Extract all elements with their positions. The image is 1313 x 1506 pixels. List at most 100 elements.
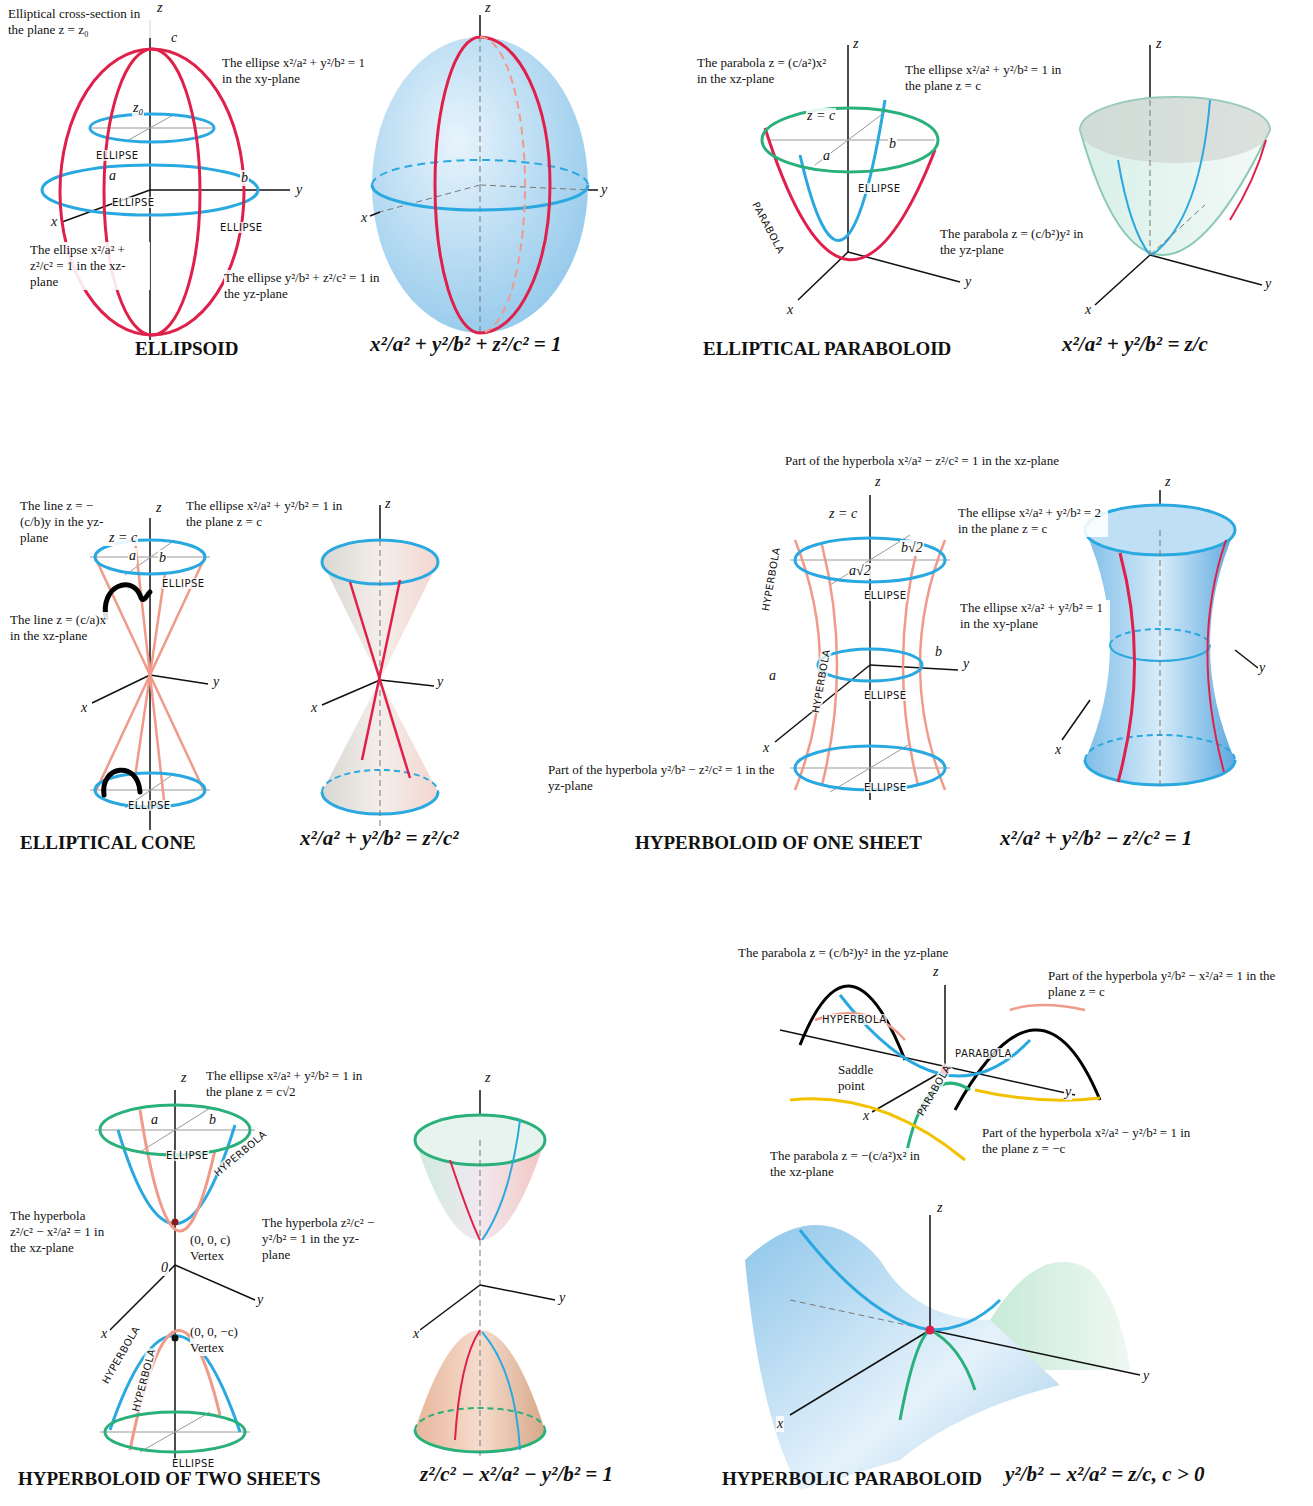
axis-label: x (1054, 742, 1062, 758)
axis-label: y (256, 1292, 264, 1308)
axis-label: z = c (108, 530, 138, 546)
callout-text: The hyperbola z²/c² − y²/b² = 1 in the y… (262, 1215, 377, 1263)
axis-label: z (155, 500, 162, 516)
callout-text: The ellipse x²/a² + y²/b² = 1 in the pla… (186, 498, 346, 530)
paraboloid-surface (1080, 45, 1270, 305)
axis-label: z (180, 1070, 187, 1086)
callout-text: The line z = (c/a)x in the xz-plane (10, 612, 110, 644)
axis-label: z (936, 1200, 943, 1216)
callout-text: Part of the hyperbola y²/b² − x²/a² = 1 … (1048, 968, 1278, 1000)
axis-label: x (80, 700, 88, 716)
callout-text: The ellipse x²/a² + y²/b² = 1 in the xy-… (960, 600, 1110, 632)
axis-label: x (310, 700, 318, 716)
axis-label: z (156, 0, 163, 16)
axis-label: y (558, 1290, 566, 1306)
axis-label: y (964, 274, 972, 290)
surface-equation: z²/c² − x²/a² − y²/b² = 1 (420, 1462, 613, 1487)
axis-label: z = c (828, 506, 858, 522)
axis-label: z₀ (132, 100, 144, 116)
curve-tag: ELLIPSE (96, 150, 139, 161)
curve-tag: HYPERBOLA (212, 1128, 269, 1178)
curve-tag: ELLIPSE (864, 782, 907, 793)
axis-label: a (822, 148, 831, 164)
curve-tag: ELLIPSE (128, 800, 171, 811)
hyperboloid-two-surface (415, 1090, 555, 1460)
axis-label: y (1142, 1368, 1150, 1384)
axis-label: b (934, 644, 943, 660)
curve-tag: HYPERBOLA (822, 1014, 887, 1025)
axis-label: y (1264, 276, 1272, 292)
curve-tag: PARABOLA (955, 1048, 1012, 1059)
curve-tag: PARABOLA (750, 200, 786, 255)
callout-text: (0, 0, c) Vertex (190, 1232, 260, 1264)
curve-tag: ELLIPSE (864, 590, 907, 601)
curve-tag: ELLIPSE (858, 183, 901, 194)
surface-equation: x²/a² + y²/b² + z²/c² = 1 (370, 332, 562, 357)
axis-label: c (170, 30, 178, 46)
callout-text: Part of the hyperbola x²/a² − z²/c² = 1 … (785, 453, 1059, 469)
axis-label: b (158, 550, 167, 566)
curve-tag: HYPERBOLA (130, 1348, 157, 1413)
axis-label: 0 (160, 1260, 169, 1276)
axis-label: z (1155, 36, 1162, 52)
hyperboloid-two-wireframe (95, 1090, 255, 1460)
axis-label: x (776, 1416, 784, 1432)
axis-label: x (412, 1326, 420, 1342)
surface-equation: x²/a² + y²/b² − z²/c² = 1 (1000, 826, 1192, 851)
axis-label: y (212, 674, 220, 690)
axis-label: y (1064, 1084, 1072, 1100)
surface-equation: x²/a² + y²/b² = z²/c² (300, 826, 459, 851)
surface-equation: y²/b² − x²/a² = z/c, c > 0 (1005, 1462, 1204, 1487)
axis-label: x (100, 1326, 108, 1342)
surface-title: ELLIPTICAL PARABOLOID (703, 338, 951, 360)
axis-label: a (108, 168, 117, 184)
surface-title: ELLIPSOID (135, 338, 238, 360)
axis-label: y (295, 182, 303, 198)
axis-label: x (1084, 302, 1092, 318)
callout-text: The ellipse x²/a² + y²/b² = 1 in the xy-… (222, 55, 372, 87)
curve-tag: ELLIPSE (112, 197, 155, 208)
axis-label: x (786, 302, 794, 318)
axis-label: y (436, 674, 444, 690)
axis-label: b√2 (900, 540, 924, 556)
axis-label: b (208, 1112, 217, 1128)
callout-text: The parabola z = (c/b²)y² in the yz-plan… (940, 226, 1090, 258)
axis-label: z (932, 964, 939, 980)
hyperbolic-paraboloid-surface (745, 1215, 1140, 1490)
callout-text: The parabola z = −(c/a²)x² in the xz-pla… (770, 1148, 920, 1180)
curve-tag: ELLIPSE (864, 690, 907, 701)
cone-wireframe (90, 518, 210, 830)
axis-label: a (768, 668, 777, 684)
axis-label: z (1164, 474, 1171, 490)
axis-label: z = c (806, 108, 836, 124)
curve-tag: ELLIPSE (162, 578, 205, 589)
callout-text: Elliptical cross-section in the plane z … (8, 6, 158, 38)
callout-text: The ellipse x²/a² + y²/b² = 1 in the pla… (206, 1068, 371, 1100)
axis-label: y (600, 182, 608, 198)
axis-label: z (874, 474, 881, 490)
surface-title: HYPERBOLOID OF TWO SHEETS (18, 1468, 321, 1490)
callout-text: Saddle point (838, 1062, 893, 1094)
curve-tag: ELLIPSE (172, 1458, 215, 1469)
axis-label: y (962, 656, 970, 672)
axis-label: x (50, 214, 58, 230)
callout-text: The ellipse x²/a² + y²/b² = 2 in the pla… (958, 505, 1108, 537)
axis-label: a (128, 548, 137, 564)
curve-tag: ELLIPSE (220, 222, 263, 233)
axis-label: z (852, 36, 859, 52)
axis-label: y (1258, 660, 1266, 676)
ellipsoid-surface (370, 15, 598, 333)
axis-label: x (762, 740, 770, 756)
callout-text: The parabola z = (c/b²)y² in the yz-plan… (738, 945, 948, 961)
hyperboloid-one-wireframe (775, 495, 958, 800)
callout-text: Part of the hyperbola y²/b² − z²/c² = 1 … (548, 762, 778, 794)
axis-label: z (384, 496, 391, 512)
surface-title: HYPERBOLIC PARABOLOID (722, 1468, 982, 1490)
callout-text: (0, 0, −c) Vertex (190, 1324, 270, 1356)
callout-text: The line z = −(c/b)y in the yz-plane (20, 498, 115, 546)
axis-label: a√2 (848, 563, 872, 579)
callout-text: The parabola z = (c/a²)x² in the xz-plan… (697, 55, 837, 87)
callout-text: The ellipse x²/a² + y²/b² = 1 in the pla… (905, 62, 1075, 94)
